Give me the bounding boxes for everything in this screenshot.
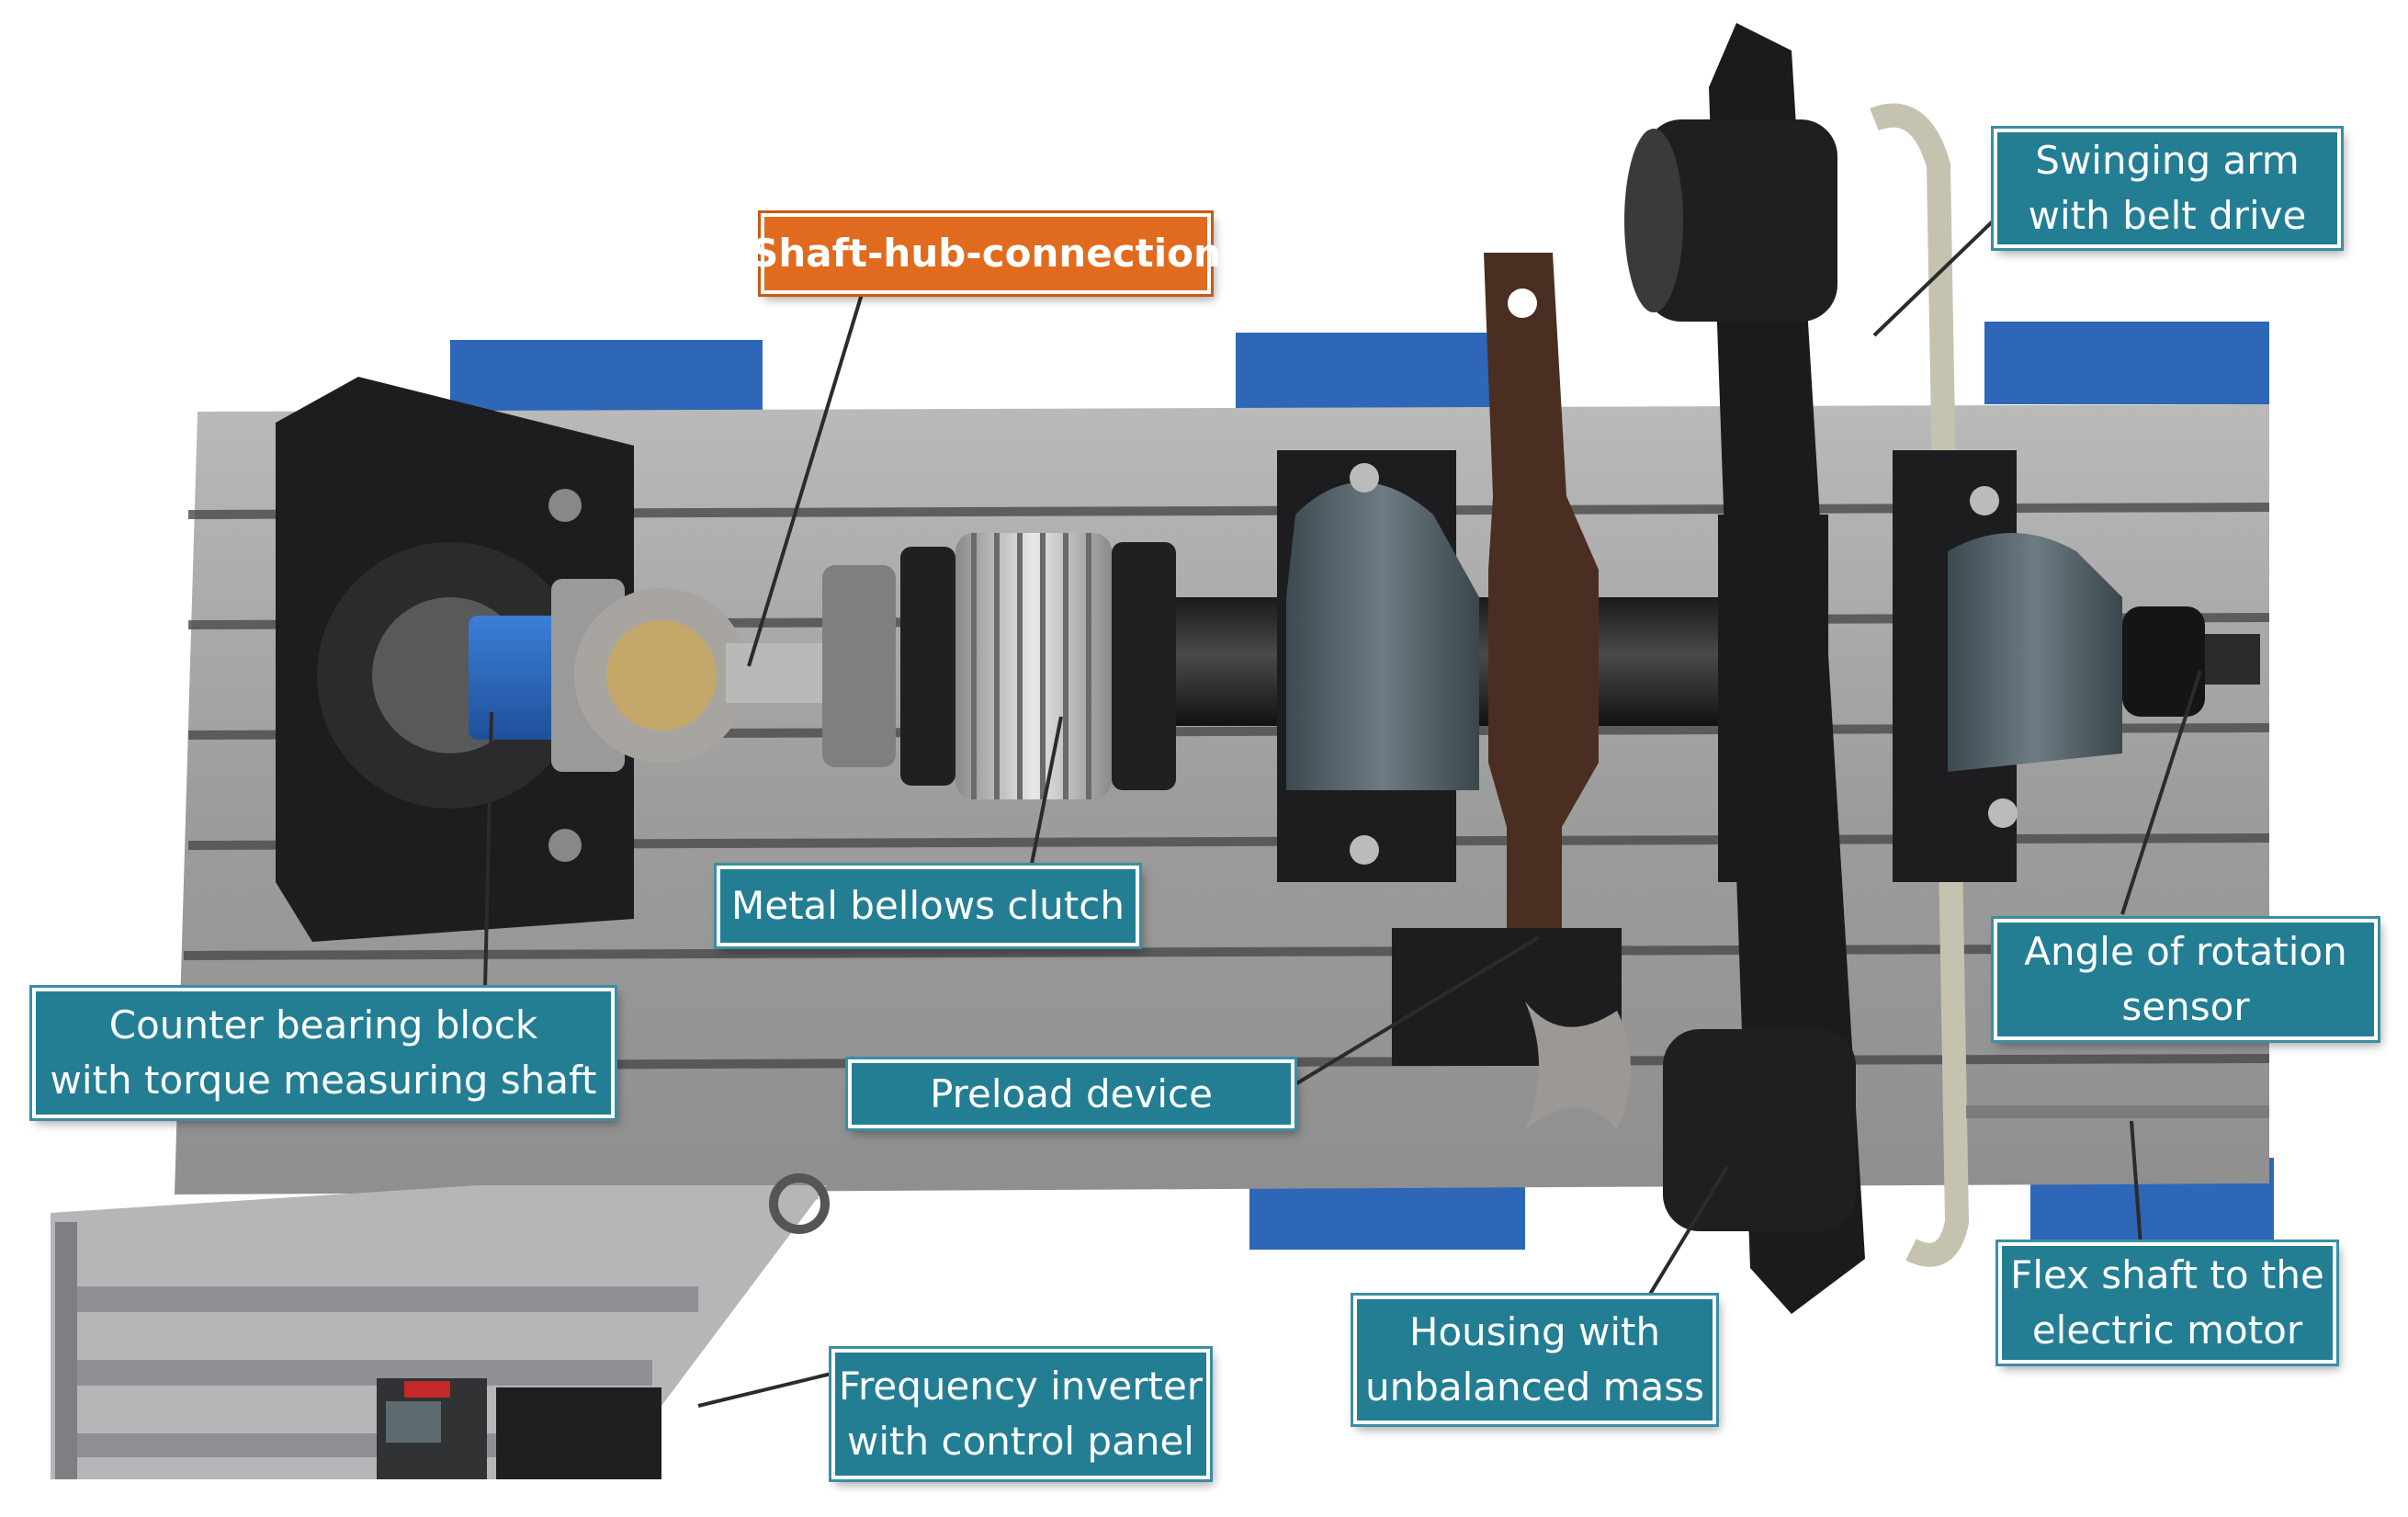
label-housing-line1: Housing with	[1408, 1309, 1661, 1354]
label-metal-bellows-clutch: Metal bellows clutch	[717, 866, 1139, 946]
preload-device	[1392, 253, 1631, 1130]
label-swinging-arm-line2: with belt drive	[2028, 193, 2307, 238]
leader-lines	[483, 214, 2202, 1408]
frequency-inverter	[377, 1378, 661, 1479]
label-frequency-inverter-line2: with control panel	[847, 1419, 1194, 1464]
angle-sensor	[2122, 606, 2260, 717]
label-counter-bearing-line1: Counter bearing block	[108, 1002, 538, 1047]
label-flex-shaft-line1: Flex shaft to the	[2010, 1252, 2324, 1297]
label-frequency-inverter: Frequency inverter with control panel	[831, 1349, 1210, 1479]
label-preload-device: Preload device	[848, 1059, 1294, 1128]
label-angle-sensor: Angle of rotation sensor	[1994, 919, 2378, 1040]
label-preload-text: Preload device	[930, 1070, 1213, 1116]
label-shaft-hub-connection: Shaft-hub-connection	[751, 213, 1221, 294]
torque-measuring-shaft	[469, 579, 749, 772]
right-bearing	[1893, 450, 2122, 882]
label-swinging-arm: Swinging arm with belt drive	[1994, 129, 2341, 248]
swinging-arm	[1624, 23, 1865, 1314]
label-swinging-arm-line1: Swinging arm	[2035, 138, 2300, 183]
metal-bellows-clutch	[822, 533, 1176, 799]
label-metal-bellows-text: Metal bellows clutch	[731, 883, 1125, 928]
connecting-shaft	[726, 643, 836, 703]
label-angle-sensor-line2: sensor	[2121, 984, 2250, 1029]
counter-bearing-block	[276, 377, 634, 942]
label-housing-unbalanced-mass: Housing with unbalanced mass	[1353, 1296, 1716, 1424]
label-counter-bearing-line2: with torque measuring shaft	[50, 1058, 597, 1103]
label-shaft-hub-text: Shaft-hub-connection	[751, 231, 1221, 276]
label-frequency-inverter-line1: Frequency inverter	[838, 1364, 1204, 1409]
label-flex-shaft-line2: electric motor	[2031, 1308, 2303, 1353]
pillow-block-bearing	[1277, 450, 1479, 882]
label-angle-sensor-line1: Angle of rotation	[2024, 929, 2347, 974]
label-flex-shaft: Flex shaft to the electric motor	[1998, 1242, 2336, 1364]
label-counter-bearing-block: Counter bearing block with torque measur…	[32, 988, 615, 1118]
label-housing-line2: unbalanced mass	[1364, 1364, 1705, 1409]
belt-drive	[1870, 103, 1970, 1267]
